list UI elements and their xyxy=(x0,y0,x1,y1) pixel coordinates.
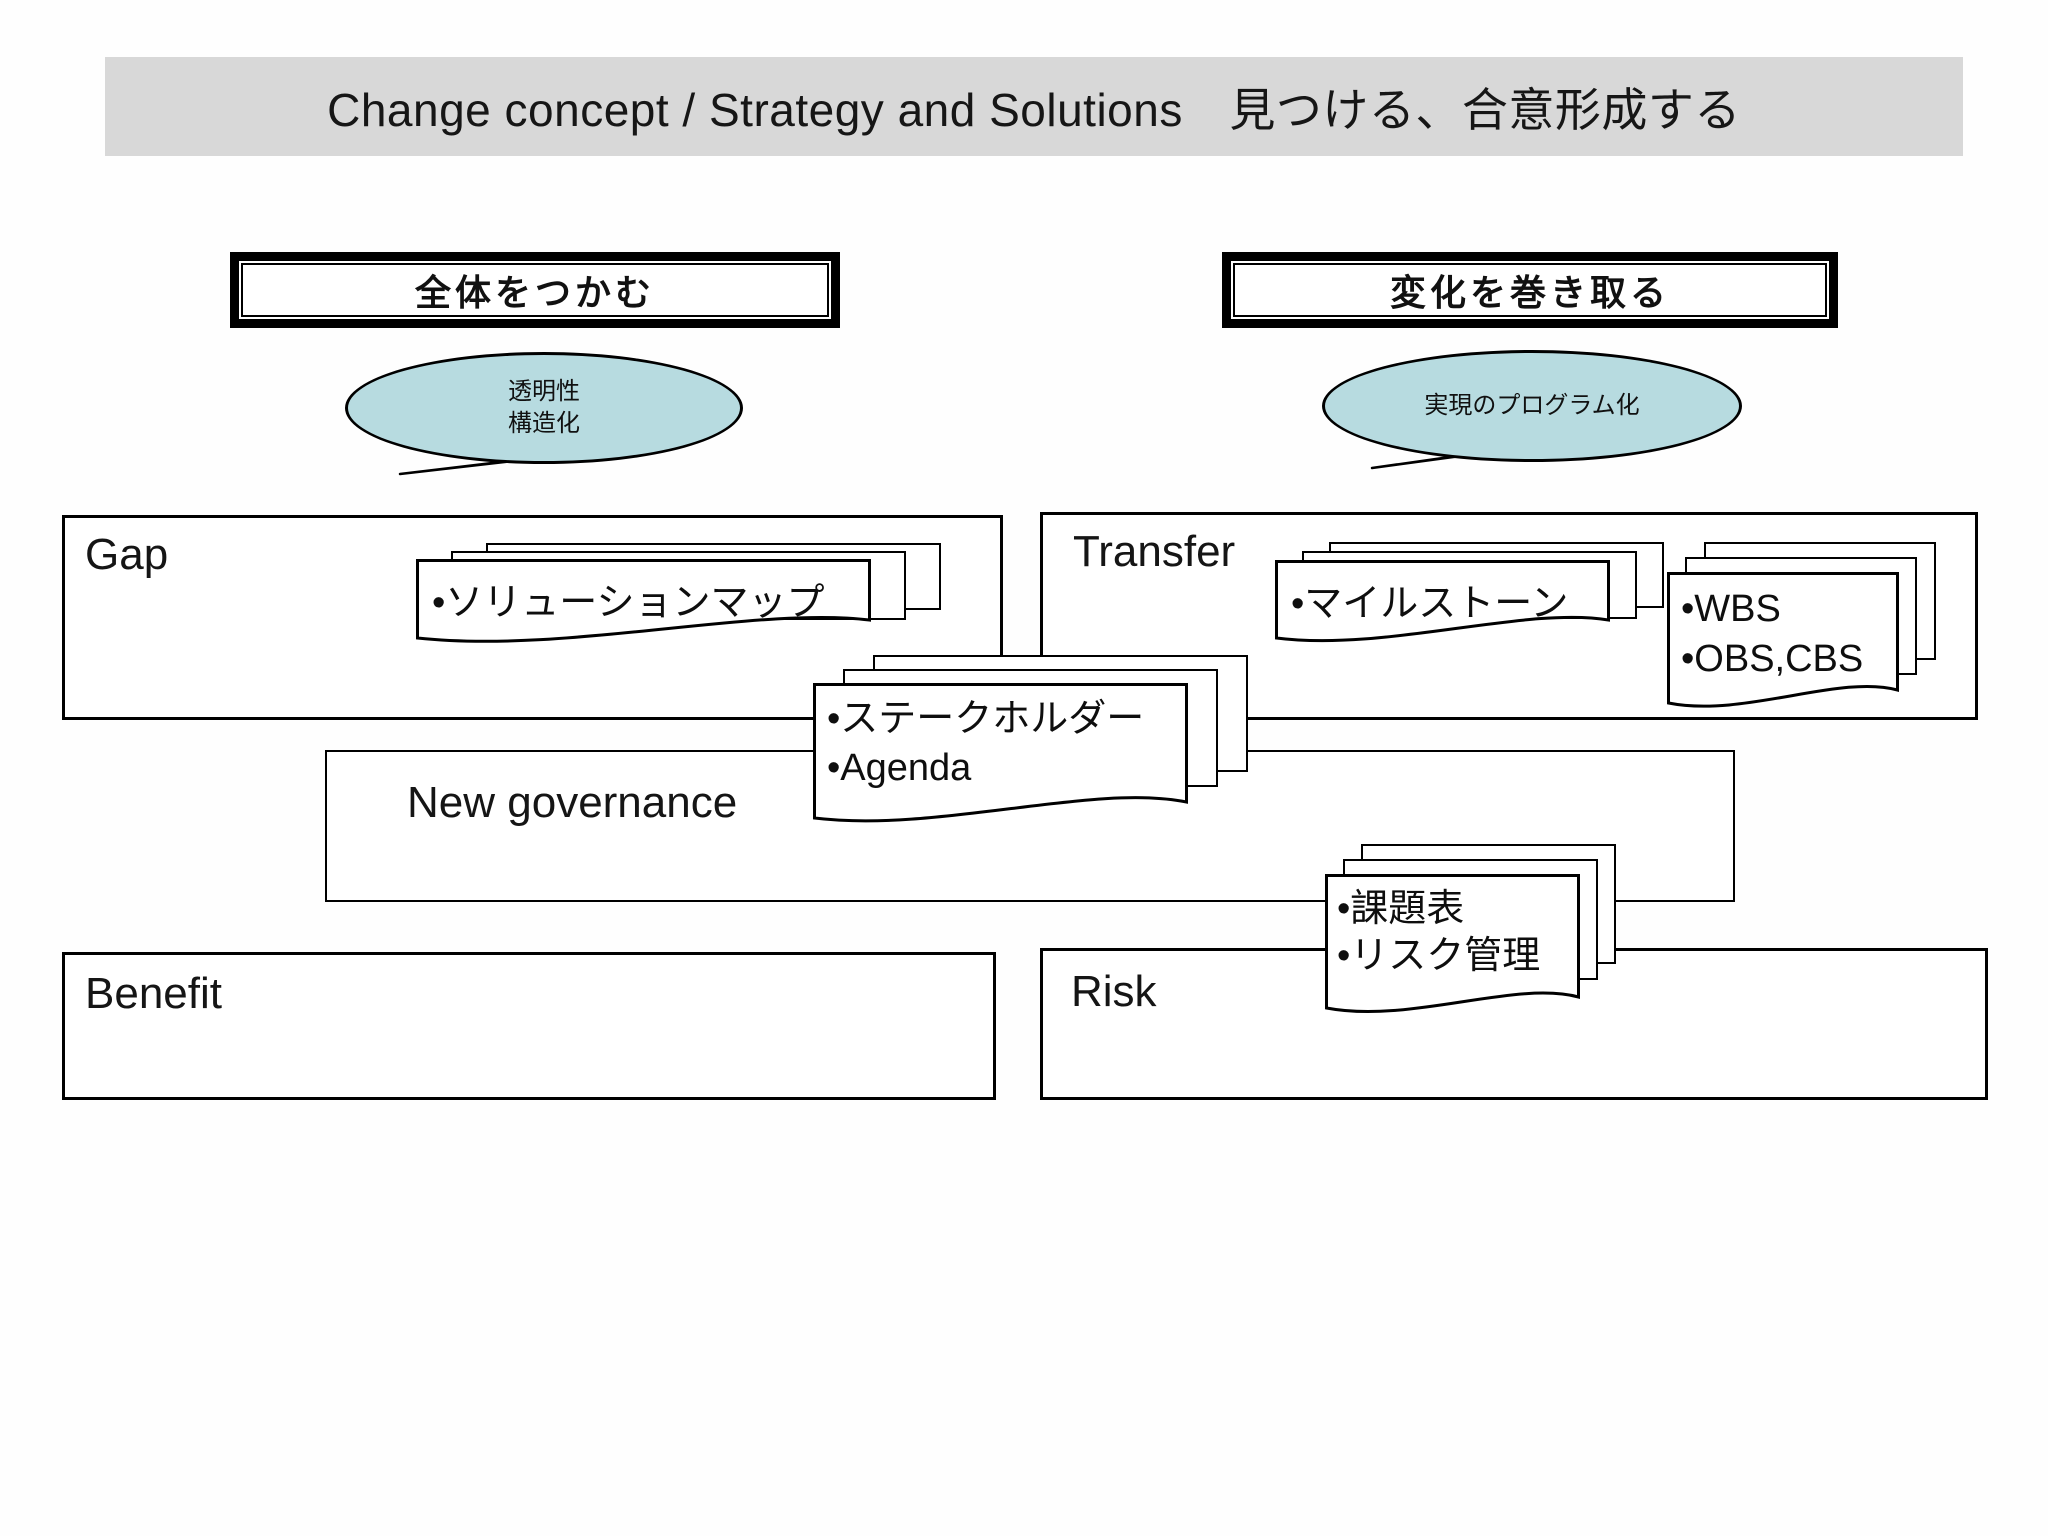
bubble-text-line: 透明性 xyxy=(508,378,580,405)
phase-box-inner-frame: 全体をつかむ xyxy=(241,263,829,317)
transfer-label: Transfer xyxy=(1073,527,1236,576)
document-shape xyxy=(1275,560,1610,643)
doc-text-line: •OBS,CBS xyxy=(1681,638,1864,680)
doc-stack-solution-map: •ソリューションマップ xyxy=(416,543,976,663)
doc-text: •ステークホルダー •Agenda xyxy=(827,695,1144,793)
phase-label-roll-up-change: 変化を巻き取る xyxy=(1389,272,1670,313)
doc-stack-milestone: •マイルストーン xyxy=(1275,542,1705,662)
phase-box-inner-frame: 変化を巻き取る xyxy=(1233,263,1827,317)
doc-stack-issues: •課題表 •リスク管理 xyxy=(1325,844,1655,1039)
phase-box-roll-up-change: 変化を巻き取る xyxy=(1222,252,1838,328)
document-shape xyxy=(1667,572,1899,708)
new-governance-label: New governance xyxy=(407,778,738,827)
page-title: Change concept / Strategy and Solutions … xyxy=(327,83,1741,136)
doc-text-line: •Agenda xyxy=(827,747,972,789)
doc-stack-stakeholder: •ステークホルダー •Agenda xyxy=(813,655,1283,855)
speech-bubble-transparency: 透明性 構造化 xyxy=(345,352,743,464)
doc-stack-wbs: •WBS •OBS,CBS xyxy=(1667,542,1977,732)
speech-bubble-programming: 実現のプログラム化 xyxy=(1322,350,1742,462)
phase-label-grasp-whole: 全体をつかむ xyxy=(414,272,655,313)
doc-text-line: •ソリューションマップ xyxy=(432,582,825,624)
bubble-text-line: 構造化 xyxy=(508,410,580,437)
title-bar: Change concept / Strategy and Solutions … xyxy=(105,57,1963,156)
document-shape xyxy=(813,683,1188,823)
doc-text-line: •リスク管理 xyxy=(1337,935,1541,977)
gap-label: Gap xyxy=(85,530,169,579)
doc-text-line: •WBS xyxy=(1681,588,1781,630)
doc-text-line: •ステークホルダー xyxy=(827,698,1145,740)
doc-text: •課題表 •リスク管理 xyxy=(1337,886,1540,980)
document-shape xyxy=(416,559,871,643)
doc-text: •WBS •OBS,CBS xyxy=(1681,584,1863,684)
doc-text-line: •課題表 xyxy=(1337,888,1465,930)
doc-text-line: •マイルストーン xyxy=(1291,583,1569,625)
phase-box-grasp-whole: 全体をつかむ xyxy=(230,252,840,328)
document-shape xyxy=(1325,874,1580,1014)
bubble-text-line: 実現のプログラム化 xyxy=(1424,392,1640,419)
risk-label: Risk xyxy=(1071,967,1157,1016)
doc-text: •マイルストーン xyxy=(1291,572,1568,627)
benefit-region-box: Benefit xyxy=(62,952,996,1100)
doc-text: •ソリューションマップ xyxy=(432,571,825,626)
benefit-label: Benefit xyxy=(85,969,222,1018)
